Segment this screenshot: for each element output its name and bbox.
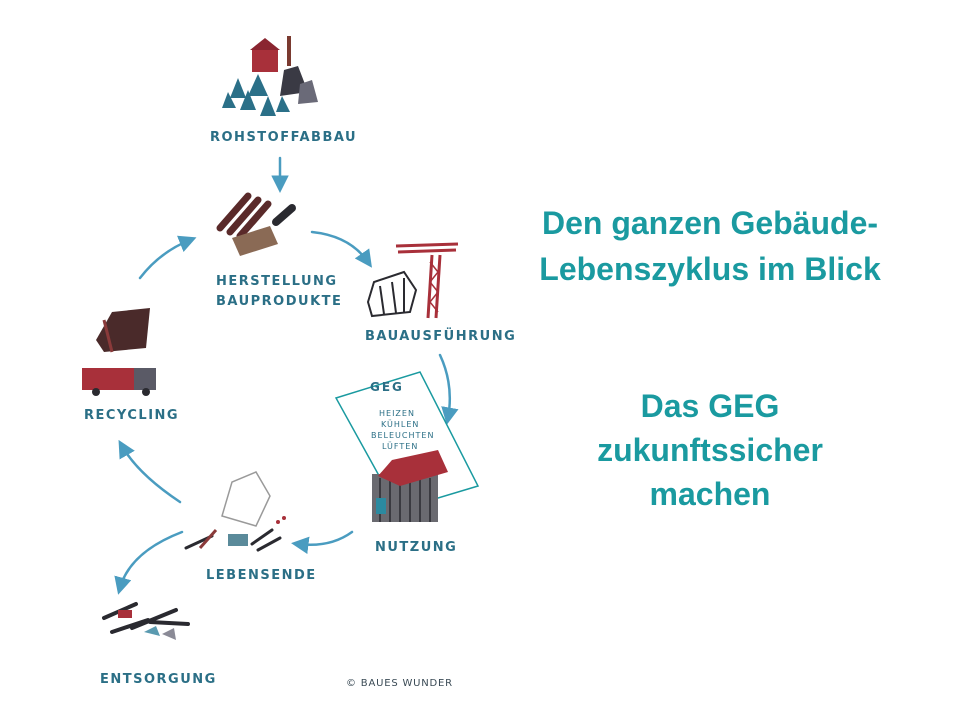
label-herstellung: HERSTELLUNG BAUPRODUKTE: [216, 272, 342, 312]
construction-crane-icon: [395, 242, 459, 319]
cycle-arrows: [114, 156, 459, 595]
label-nutzung: NUTZUNG: [375, 540, 458, 555]
geg-card: [334, 371, 480, 511]
arrow-herstellung-to-bau: [310, 230, 372, 268]
geg-card-title: GEG: [370, 380, 404, 394]
arrow-bau-to-nutzung: [438, 353, 459, 425]
label-rohstoffabbau: ROHSTOFFABBAU: [210, 130, 358, 145]
label-entsorgung: ENTSORGUNG: [100, 672, 217, 687]
arrow-recycling-to-herstellung: [138, 235, 197, 280]
building-materials-icon: [216, 192, 296, 256]
main-headline: Den ganzen Gebäude- Lebenszyklus im Blic…: [520, 200, 900, 292]
subheadline-line: zukunftssicher: [597, 432, 823, 468]
label-bauausfuehrung: BAUAUSFÜHRUNG: [365, 329, 517, 344]
label-lebensende: LEBENSENDE: [206, 568, 317, 583]
label-herstellung-line2: BAUPRODUKTE: [216, 294, 343, 309]
geg-card-item: KÜHLEN: [381, 420, 420, 429]
house-frame-icon: [366, 270, 418, 318]
arrow-nutzung-to-lebensende: [291, 530, 354, 554]
demolition-icon: [184, 471, 286, 552]
recycling-truck-icon: [82, 308, 156, 396]
headline-line: Lebenszyklus im Blick: [539, 251, 881, 287]
geg-card-item: BELEUCHTEN: [371, 431, 435, 440]
geg-card-item: LÜFTEN: [382, 442, 419, 451]
waste-pile-icon: [102, 602, 190, 640]
arrow-lebensende-to-recycling: [118, 439, 182, 504]
subheadline-line: Das GEG: [640, 388, 780, 424]
geg-card-item: HEIZEN: [379, 409, 415, 418]
mining-icon: [222, 36, 318, 116]
arrow-lebensende-to-entsorgung: [114, 530, 184, 595]
house-icon: [372, 450, 448, 522]
label-herstellung-line1: HERSTELLUNG: [216, 274, 338, 289]
label-recycling: RECYCLING: [84, 408, 180, 423]
subheadline-line: machen: [649, 476, 771, 512]
headline-line: Den ganzen Gebäude-: [541, 205, 879, 241]
copyright-notice: © BAUES WUNDER: [346, 678, 453, 689]
sub-headline: Das GEG zukunftssicher machen: [560, 384, 860, 516]
